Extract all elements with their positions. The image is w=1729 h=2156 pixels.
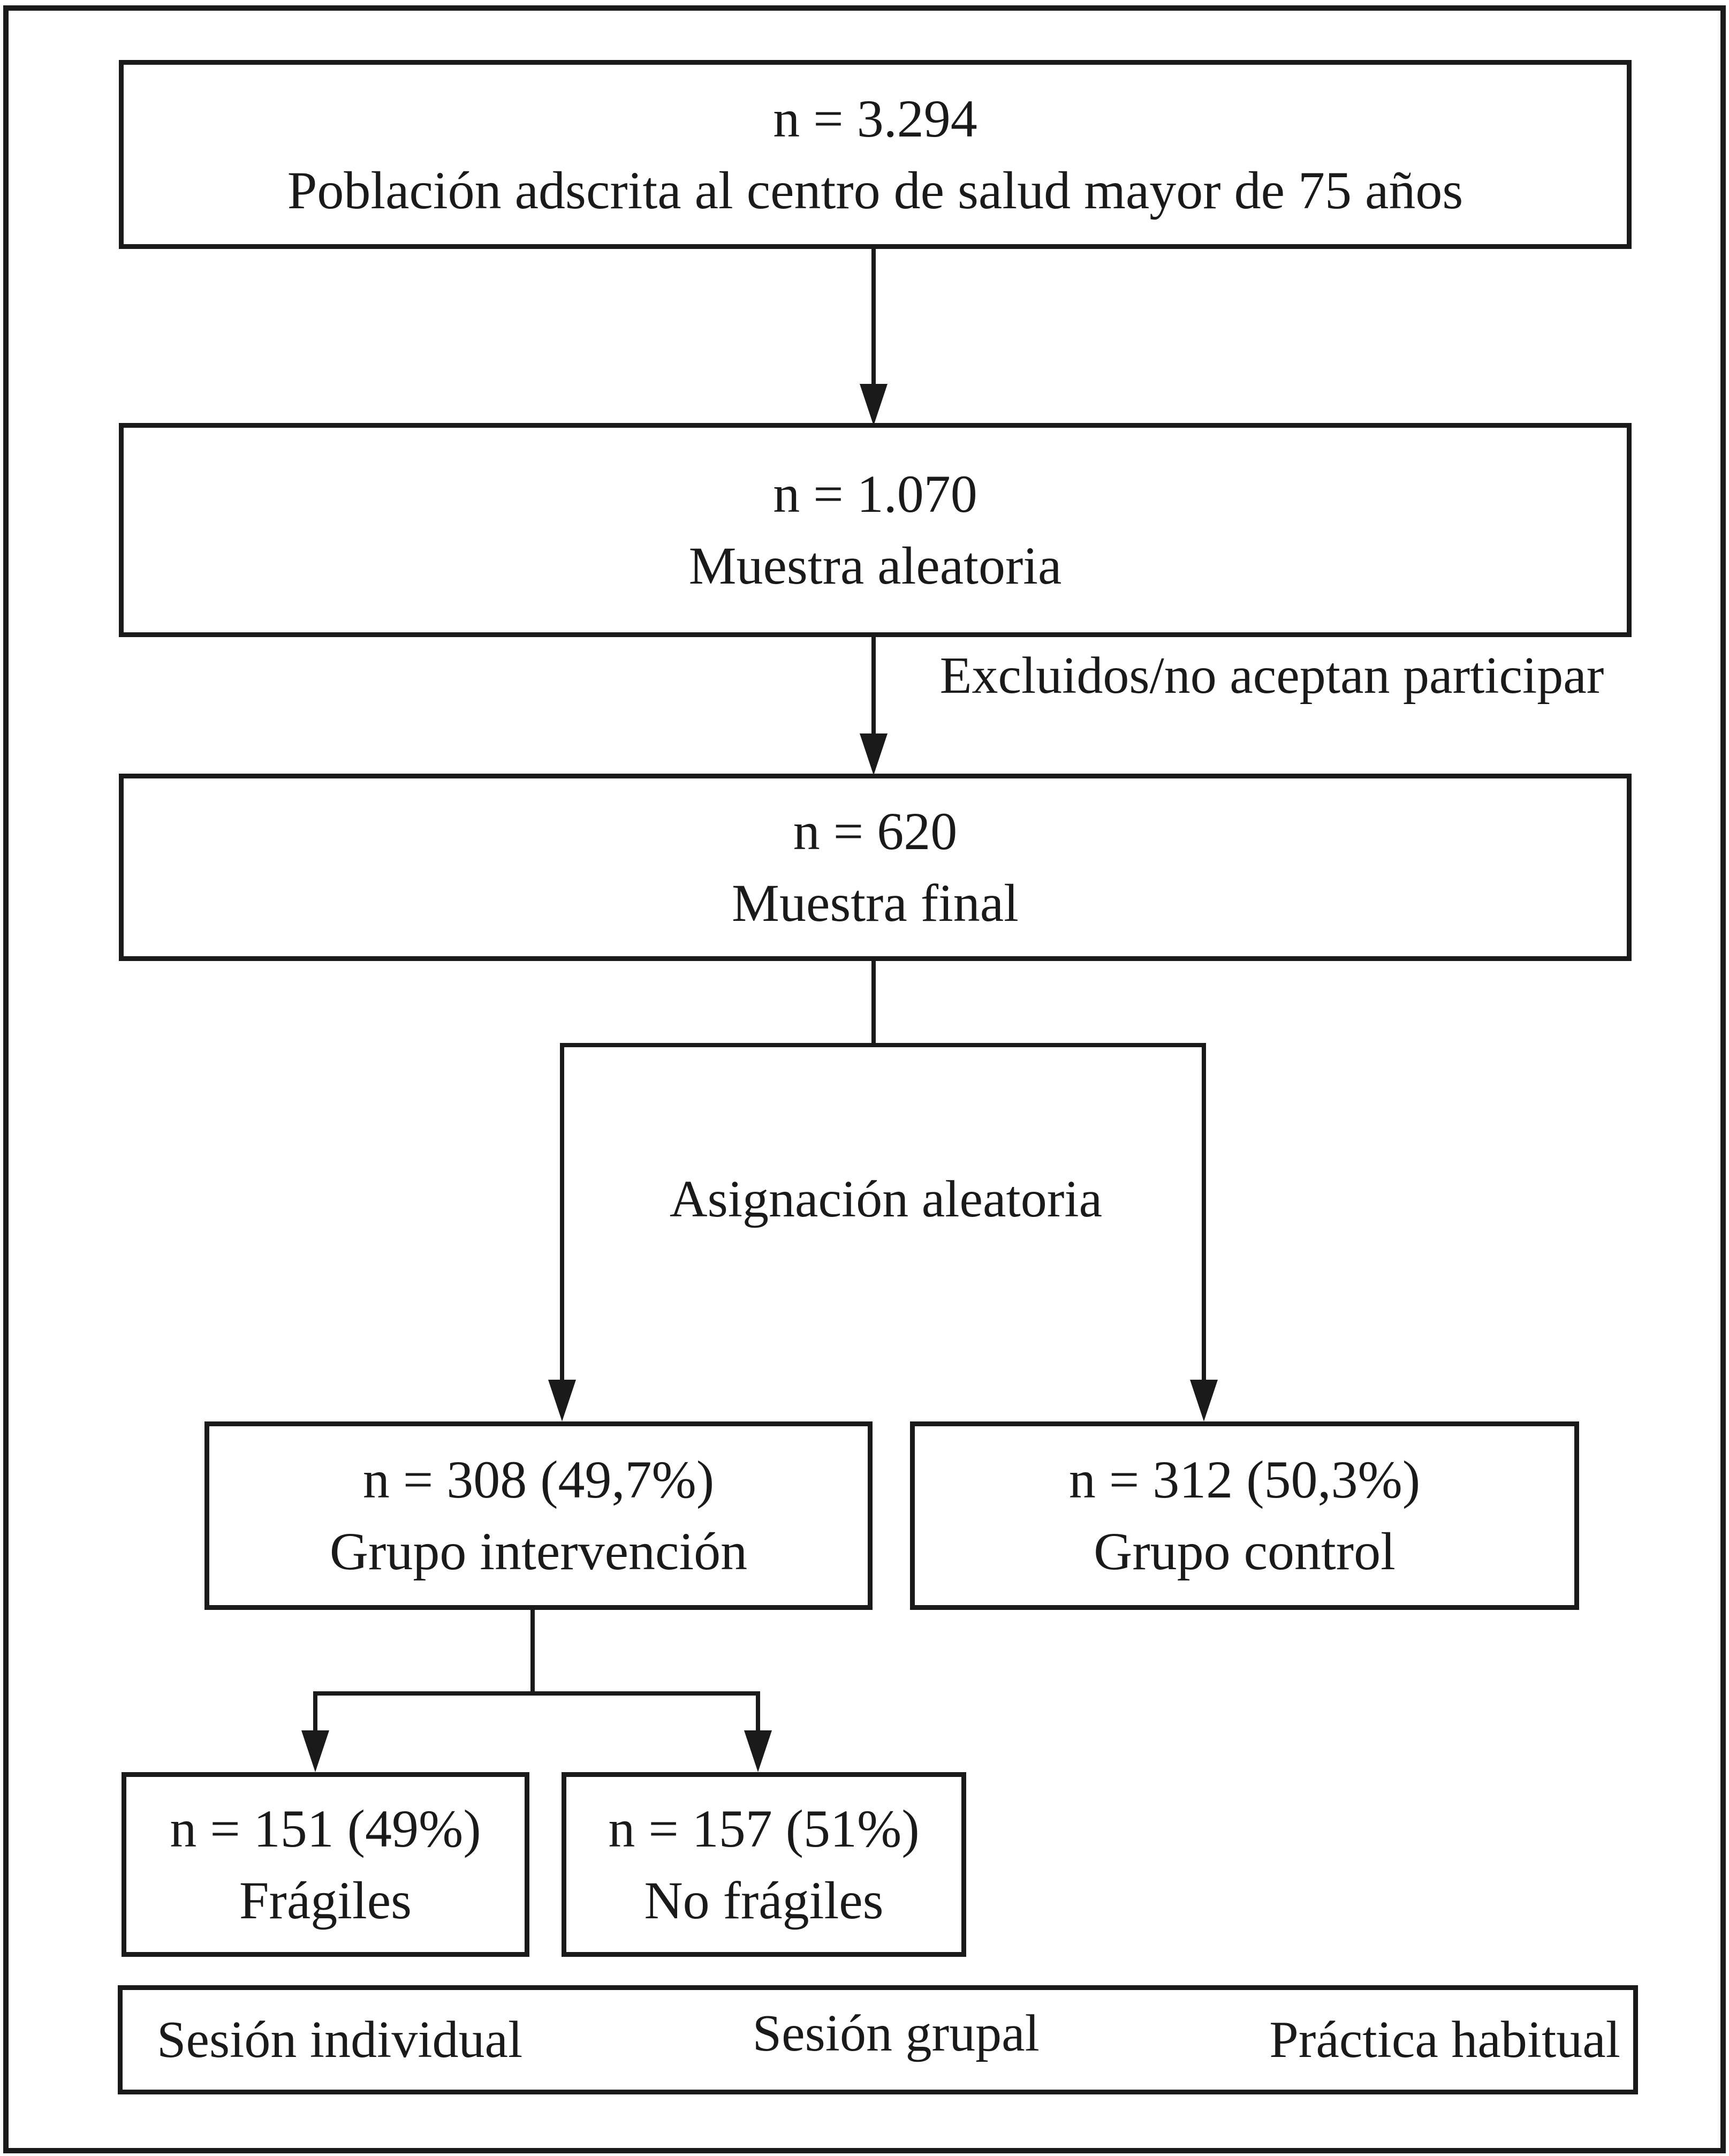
node-final-sample-n: n = 620	[793, 801, 958, 861]
node-non-fragile: n = 157 (51%) No frágiles	[562, 1772, 966, 1957]
connector-to-nonfragile	[756, 1691, 760, 1732]
node-random-sample: n = 1.070 Muestra aleatoria	[119, 423, 1632, 637]
node-random-sample-n: n = 1.070	[773, 464, 977, 524]
node-intervention-group: n = 308 (49,7%) Grupo intervención	[204, 1421, 873, 1610]
node-fragile-label: Frágiles	[239, 1870, 412, 1930]
node-population: n = 3.294 Población adscrita al centro d…	[119, 60, 1632, 249]
node-final-sample: n = 620 Muestra final	[119, 774, 1632, 961]
arrow-down-icon	[548, 1380, 576, 1421]
connector-split-randomization	[560, 1043, 1206, 1047]
node-control-label: Grupo control	[1094, 1522, 1396, 1581]
connector-split-fragility	[313, 1691, 760, 1696]
node-random-sample-label: Muestra aleatoria	[688, 536, 1062, 595]
connector-intervention-to-split	[530, 1610, 535, 1696]
node-population-n: n = 3.294	[773, 88, 977, 148]
connector-to-fragile	[313, 1691, 317, 1732]
edge-label-exclusion: Excluidos/no aceptan participar	[939, 647, 1604, 705]
node-intervention-label: Grupo intervención	[329, 1522, 748, 1581]
node-non-fragile-n: n = 157 (51%)	[608, 1798, 920, 1858]
arrow-down-icon	[860, 733, 888, 775]
footer-usual-practice: Práctica habitual	[1269, 2011, 1620, 2069]
connector-final-to-split	[871, 961, 876, 1047]
edge-label-randomization: Asignación aleatoria	[669, 1170, 1103, 1228]
figure-border	[3, 5, 1726, 2153]
connector-to-intervention	[560, 1043, 564, 1381]
connector-to-control	[1202, 1043, 1206, 1381]
arrow-down-icon	[301, 1730, 329, 1772]
node-fragile-n: n = 151 (49%)	[170, 1798, 481, 1858]
connector-sample-to-final	[871, 637, 876, 735]
footer-session-bar: Sesión individual Sesión grupal Práctica…	[118, 1985, 1638, 2094]
node-control-group: n = 312 (50,3%) Grupo control	[910, 1421, 1579, 1610]
node-fragile: n = 151 (49%) Frágiles	[122, 1772, 529, 1957]
node-non-fragile-label: No frágiles	[644, 1870, 884, 1930]
footer-individual-session: Sesión individual	[157, 2011, 523, 2069]
node-population-label: Población adscrita al centro de salud ma…	[287, 160, 1463, 220]
node-intervention-n: n = 308 (49,7%)	[362, 1450, 715, 1509]
arrow-down-icon	[744, 1730, 772, 1772]
arrow-down-icon	[860, 384, 888, 426]
node-final-sample-label: Muestra final	[732, 873, 1019, 933]
node-control-n: n = 312 (50,3%)	[1068, 1450, 1421, 1509]
footer-group-session: Sesión grupal	[752, 2004, 1040, 2062]
arrow-down-icon	[1190, 1380, 1218, 1421]
connector-population-to-sample	[871, 249, 876, 385]
